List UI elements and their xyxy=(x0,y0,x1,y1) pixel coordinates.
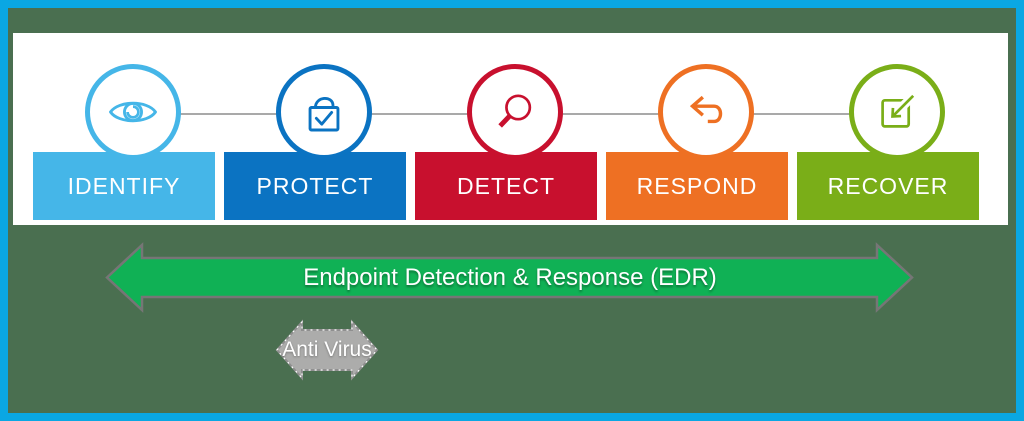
stage-recover: RECOVER xyxy=(797,33,979,225)
respond-circle xyxy=(658,64,754,160)
stage-label: RECOVER xyxy=(827,172,949,199)
stage-label: IDENTIFY xyxy=(67,172,181,199)
eye-icon xyxy=(109,101,157,123)
detect-circle xyxy=(467,64,563,160)
recover-circle xyxy=(849,64,945,160)
stage-identify: IDENTIFY xyxy=(33,33,215,225)
recover-bar: RECOVER xyxy=(797,152,979,220)
undo-arrow-icon xyxy=(689,95,723,124)
stage-label: DETECT xyxy=(457,172,555,199)
identify-circle xyxy=(85,64,181,160)
stage-label: RESPOND xyxy=(636,172,758,199)
identify-bar: IDENTIFY xyxy=(33,152,215,220)
magnifying-glass-icon xyxy=(498,94,532,128)
stage-protect: PROTECT xyxy=(224,33,406,225)
padlock-check-icon xyxy=(308,97,340,132)
stage-detect: DETECT xyxy=(415,33,597,225)
protect-circle xyxy=(276,64,372,160)
edr-range-arrow xyxy=(105,242,914,313)
edr-arrow-label: Endpoint Detection & Response (EDR) xyxy=(303,264,717,291)
protect-bar: PROTECT xyxy=(224,152,406,220)
stages-panel: IDENTIFY PROTECT xyxy=(13,33,1008,225)
antivirus-arrow-label: Anti Virus xyxy=(282,338,372,361)
restore-square-arrow-icon xyxy=(881,90,919,128)
stage-label: PROTECT xyxy=(256,172,374,199)
respond-bar: RESPOND xyxy=(606,152,788,220)
detect-bar: DETECT xyxy=(415,152,597,220)
antivirus-arrow-selection-outline xyxy=(276,320,378,380)
edr-arrow-shape xyxy=(105,242,914,313)
stage-respond: RESPOND xyxy=(606,33,788,225)
antivirus-range-arrow xyxy=(275,319,379,381)
